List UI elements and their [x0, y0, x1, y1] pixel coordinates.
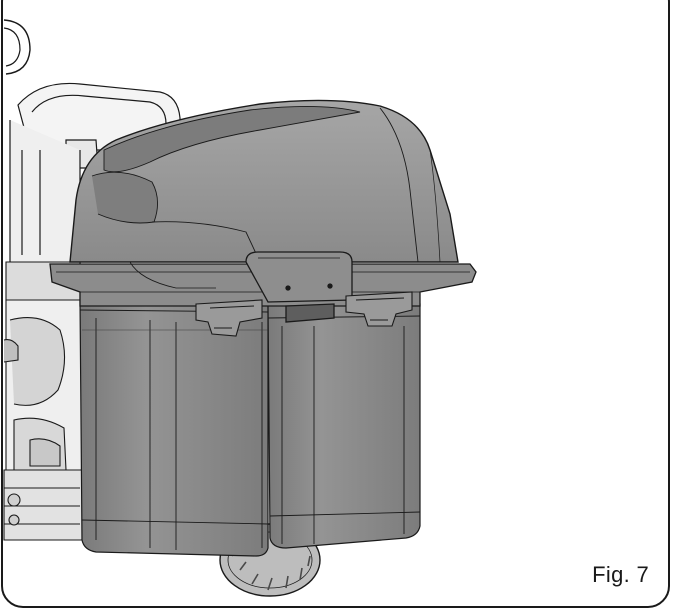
tractor-body-icon [3, 261, 83, 541]
left-latch [195, 299, 263, 337]
right-latch [345, 291, 413, 327]
figure-label: Fig. 7 [592, 562, 649, 587]
left-collector-bag [79, 299, 269, 557]
collector-lid [69, 99, 459, 289]
right-collector-bag [267, 303, 421, 549]
lid-handle [245, 251, 353, 323]
